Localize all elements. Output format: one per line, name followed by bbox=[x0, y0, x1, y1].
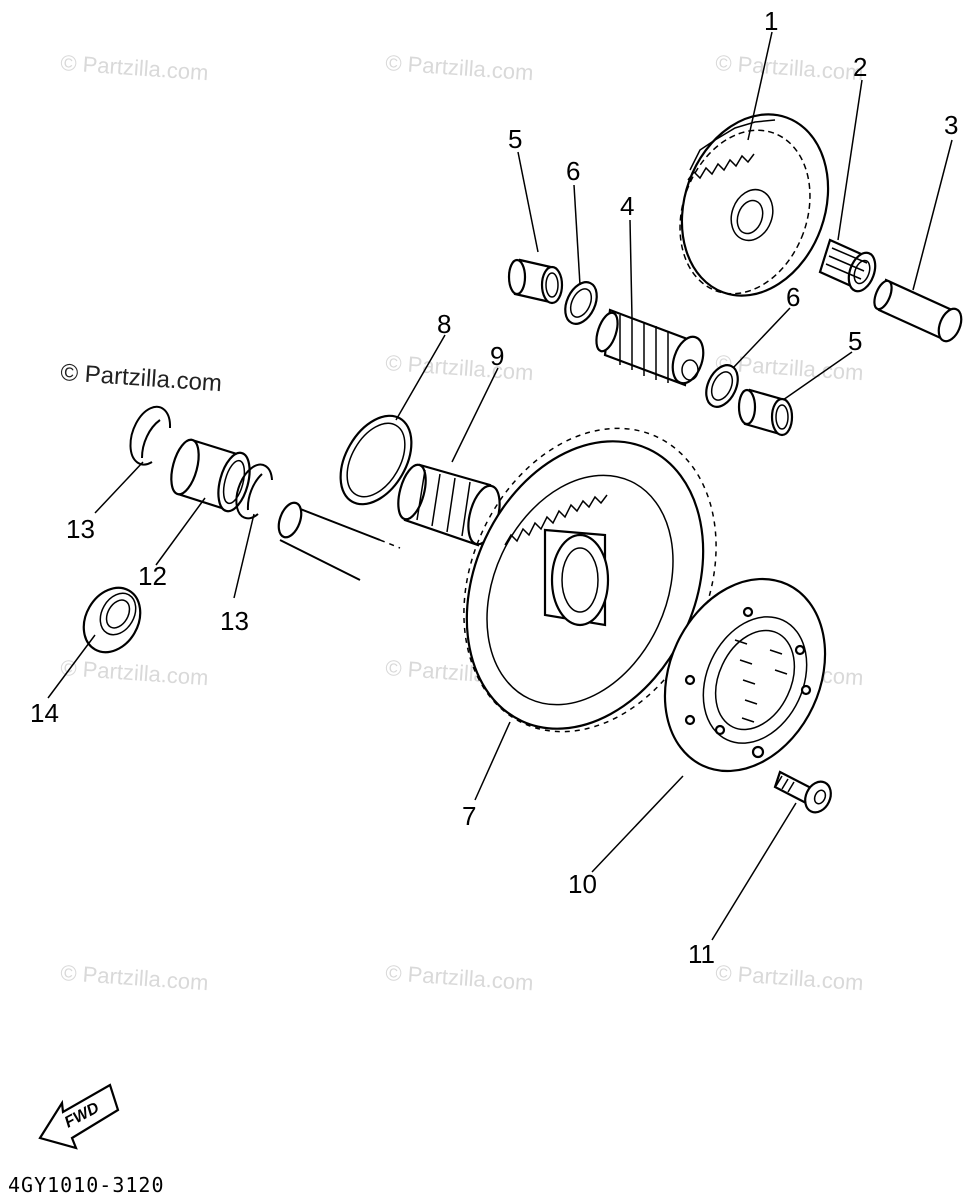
part-10-one-way-clutch bbox=[663, 577, 827, 773]
watermark: © Partzilla.com bbox=[60, 655, 210, 690]
leader-lines bbox=[47, 31, 953, 941]
watermark: © Partzilla.com bbox=[60, 960, 210, 995]
callout-8: 8 bbox=[437, 309, 451, 339]
callout-9: 9 bbox=[490, 341, 504, 371]
part-1-gear bbox=[679, 113, 830, 297]
callout-10: 10 bbox=[568, 869, 597, 899]
callouts: 1 2 3 4 5 6 6 5 8 9 13 12 13 14 7 10 11 bbox=[30, 6, 958, 969]
part-8-shim bbox=[339, 414, 413, 506]
callout-6-upper: 6 bbox=[566, 156, 580, 186]
watermark: © Partzilla.com bbox=[385, 50, 535, 85]
part-6-washer-lower bbox=[705, 364, 739, 408]
fwd-arrow-icon: FWD bbox=[38, 1083, 120, 1150]
part-6-washer-upper bbox=[564, 281, 598, 325]
part-7-starter-wheel-gear bbox=[463, 427, 717, 733]
callout-12: 12 bbox=[138, 561, 167, 591]
part-5-bushing-lower bbox=[737, 388, 794, 437]
callout-5-upper: 5 bbox=[508, 124, 522, 154]
diagram-code: 4GY1010-3120 bbox=[8, 1173, 165, 1197]
callout-3: 3 bbox=[944, 110, 958, 140]
callout-14: 14 bbox=[30, 698, 59, 728]
callout-2: 2 bbox=[853, 52, 867, 82]
callout-13-left: 13 bbox=[66, 514, 95, 544]
watermark: © Partzilla.com bbox=[715, 50, 865, 85]
watermark: © Partzilla.com bbox=[385, 960, 535, 995]
shaft-segment bbox=[277, 501, 401, 581]
part-4-idler-gear bbox=[595, 308, 705, 387]
callout-13-right: 13 bbox=[220, 606, 249, 636]
part-2-needle-bearing bbox=[818, 238, 877, 293]
part-3-shaft bbox=[873, 278, 963, 343]
callout-4: 4 bbox=[620, 191, 634, 221]
callout-7: 7 bbox=[462, 801, 476, 831]
part-13-circlip-right bbox=[235, 463, 273, 520]
part-13-circlip-left bbox=[129, 405, 172, 466]
part-14-oil-seal bbox=[82, 586, 142, 654]
callout-6-lower: 6 bbox=[786, 282, 800, 312]
watermark: © Partzilla.com bbox=[715, 960, 865, 995]
watermark: © Partzilla.com bbox=[385, 350, 535, 385]
watermark-main: © Partzilla.com bbox=[60, 359, 223, 397]
callout-5-lower: 5 bbox=[848, 326, 862, 356]
part-12-collar bbox=[170, 438, 251, 513]
part-11-bolt bbox=[773, 770, 832, 814]
callout-11: 11 bbox=[688, 939, 715, 969]
part-5-bushing-upper bbox=[507, 258, 564, 305]
callout-1: 1 bbox=[764, 6, 778, 36]
watermark: © Partzilla.com bbox=[60, 50, 210, 85]
